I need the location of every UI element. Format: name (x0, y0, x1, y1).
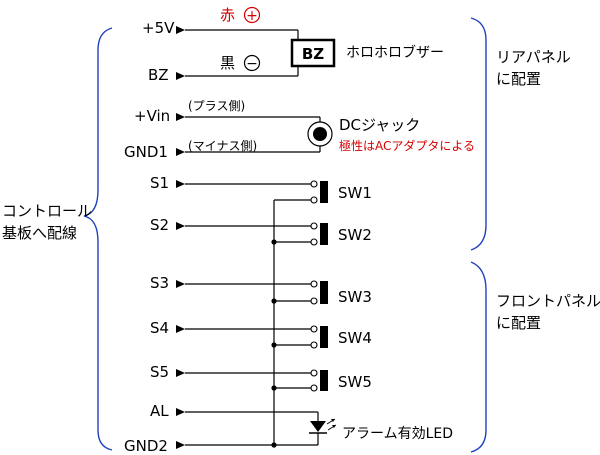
dc-polarity-note: 極性はACアダプタによる (339, 138, 475, 153)
buzzer-red-label: 赤 (220, 6, 235, 24)
junction-dot (271, 239, 277, 245)
switch-label-sw5: SW5 (338, 373, 372, 391)
junction-dot (271, 298, 277, 304)
front-panel-brace (470, 261, 487, 453)
dc-jack-name: DCジャック (339, 116, 420, 134)
signal-label-bz: BZ (148, 66, 169, 84)
switch-sw1 (310, 180, 328, 204)
junction-dot (271, 342, 277, 348)
minus-symbol: − (246, 56, 258, 72)
left-note-line2: 基板へ配線 (2, 224, 77, 242)
front-panel-line1: フロントパネル (496, 292, 600, 310)
rear-panel-line1: リアパネル (496, 48, 571, 66)
switch-label-sw1: SW1 (338, 184, 372, 202)
plus-symbol: + (246, 8, 258, 24)
switch-label-sw4: SW4 (338, 329, 372, 347)
buzzer-name: ホロホロブザー (346, 44, 444, 61)
signal-label-s2: S2 (150, 216, 169, 234)
signal-label-gnd1: GND1 (124, 143, 168, 161)
switch-label-sw2: SW2 (338, 226, 372, 244)
signal-label-s4: S4 (150, 319, 169, 337)
led-label: アラーム有効LED (342, 426, 453, 442)
signal-label-gnd2: GND2 (124, 437, 168, 455)
buzzer-box (290, 38, 336, 68)
buzzer-black-label: 黒 (220, 54, 235, 72)
led-icon (309, 418, 337, 434)
signal-label-vin: +Vin (134, 107, 170, 125)
rear-panel-brace (470, 17, 487, 251)
minus-circle-icon (243, 54, 261, 72)
buzzer-box-label: BZ (302, 45, 324, 63)
switch-label-sw3: SW3 (338, 288, 372, 306)
left-brace (83, 27, 113, 451)
switch-sw5 (310, 369, 328, 392)
signal-label-s5: S5 (150, 363, 169, 381)
switch-sw2 (310, 222, 328, 246)
switch-sw3 (310, 280, 328, 305)
dc-plus-note: (プラス側) (188, 99, 245, 113)
plus-circle-icon (243, 6, 261, 24)
junction-dot (271, 385, 277, 391)
signal-label-s1: S1 (150, 174, 169, 192)
dc-jack-icon (313, 127, 327, 141)
signal-label-al: AL (150, 402, 169, 420)
dc-minus-note: (マイナス側) (188, 139, 257, 153)
left-note-line1: コントロール (2, 202, 92, 220)
signal-label-5v: +5V (142, 19, 175, 37)
junction-dot (271, 442, 277, 448)
rear-panel-line2: に配置 (496, 70, 541, 88)
switch-sw4 (310, 325, 328, 349)
signal-label-s3: S3 (150, 274, 169, 292)
front-panel-line2: に配置 (496, 314, 541, 332)
